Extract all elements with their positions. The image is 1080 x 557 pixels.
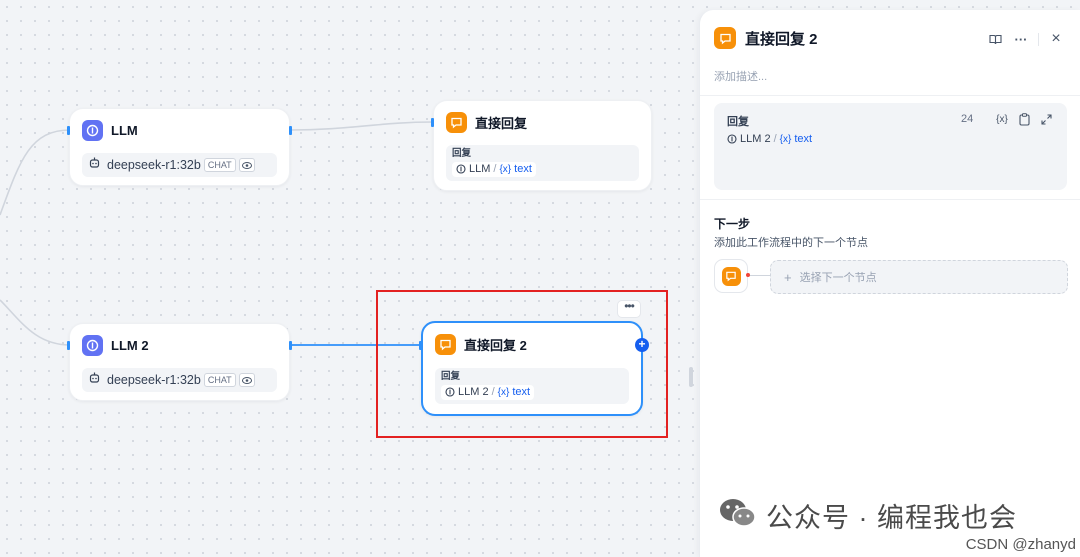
vision-eye-icon bbox=[238, 373, 255, 387]
chat-mode-tag: CHAT bbox=[203, 158, 236, 172]
description-input[interactable]: 添加描述... bbox=[714, 71, 768, 83]
connector-line bbox=[748, 275, 770, 276]
panel-header: 直接回复 2 bbox=[714, 27, 818, 49]
variable-icon: {x} bbox=[499, 163, 512, 175]
var-name: text bbox=[514, 163, 532, 175]
direct-reply-node-header: 直接回复 bbox=[446, 112, 527, 133]
llm-2-node[interactable]: LLM 2 deepseek-r1:32b CHAT bbox=[69, 323, 290, 401]
llm-var-icon bbox=[456, 164, 466, 174]
direct-reply-node-title: 直接回复 bbox=[475, 116, 528, 131]
workflow-canvas[interactable]: LLM deepseek-r1:32b CHAT 直接回复 回复 bbox=[0, 0, 700, 557]
llm-2-model-row[interactable]: deepseek-r1:32b CHAT bbox=[82, 368, 277, 392]
var-source: LLM 2 bbox=[458, 386, 489, 398]
more-button[interactable]: ··· bbox=[1014, 31, 1028, 47]
robot-icon bbox=[88, 371, 101, 389]
wechat-logo-icon bbox=[718, 497, 758, 534]
direct-reply-node[interactable]: 直接回复 回复 LLM / {x} text bbox=[433, 100, 652, 191]
watermark-text: 公众号 · 编程我也会 bbox=[766, 503, 1017, 533]
plus-icon: + bbox=[784, 269, 792, 285]
llm-2-node-title: LLM 2 bbox=[111, 338, 149, 353]
divider bbox=[700, 199, 1080, 200]
direct-reply-2-node-header: 直接回复 2 bbox=[435, 334, 527, 355]
vision-eye-icon bbox=[238, 158, 255, 172]
next-step-description: 添加此工作流程中的下一个节点 bbox=[714, 237, 868, 249]
copy-icon[interactable] bbox=[1013, 110, 1035, 128]
select-next-node-button[interactable]: + 选择下一个节点 bbox=[770, 260, 1068, 294]
csdn-credit: CSDN @zhanyd bbox=[965, 536, 1076, 553]
variable-icon: {x} bbox=[779, 133, 792, 145]
reply-variable-chip: LLM 2 / {x} text bbox=[441, 384, 535, 400]
divider bbox=[1038, 32, 1039, 46]
current-node-thumbnail bbox=[714, 259, 748, 293]
llm-node[interactable]: LLM deepseek-r1:32b CHAT bbox=[69, 108, 290, 186]
var-name: text bbox=[794, 133, 813, 145]
reply-field-label: 回复 bbox=[441, 371, 461, 382]
var-source: LLM bbox=[469, 163, 491, 175]
direct-reply-2-node[interactable]: 直接回复 2 回复 LLM 2 / {x} text bbox=[421, 321, 643, 416]
close-button[interactable]: × bbox=[1051, 30, 1061, 47]
edge-start-llm2 bbox=[0, 299, 71, 346]
edge-llm1-reply1 bbox=[289, 121, 434, 131]
llm-var-icon bbox=[727, 134, 737, 144]
book-icon[interactable] bbox=[985, 30, 1005, 48]
node-more-button[interactable]: ••• bbox=[617, 300, 641, 318]
reply-tools: {x} bbox=[991, 110, 1057, 128]
reply-variable-chip: LLM 2 / {x} text bbox=[727, 133, 812, 145]
wechat-watermark: 公众号 · 编程我也会 bbox=[718, 496, 1017, 535]
direct-reply-2-node-title: 直接回复 2 bbox=[464, 338, 527, 353]
panel-resize-handle[interactable] bbox=[689, 367, 693, 387]
reply-label: 回复 bbox=[727, 116, 749, 128]
highlight-box bbox=[376, 290, 668, 438]
reply-variable-chip: LLM / {x} text bbox=[452, 161, 536, 177]
reply-icon bbox=[714, 27, 736, 49]
chat-mode-tag: CHAT bbox=[203, 373, 236, 387]
llm-brain-icon bbox=[82, 335, 103, 356]
reply-field-label: 回复 bbox=[452, 148, 472, 159]
var-source: LLM 2 bbox=[740, 133, 771, 145]
robot-icon bbox=[88, 156, 101, 174]
edges-layer bbox=[0, 121, 434, 346]
reply-field: 回复 LLM / {x} text bbox=[446, 145, 639, 181]
connector-dot bbox=[746, 273, 750, 277]
llm-model-row[interactable]: deepseek-r1:32b CHAT bbox=[82, 153, 277, 177]
llm-model-name: deepseek-r1:32b bbox=[107, 158, 201, 172]
reply-icon bbox=[446, 112, 467, 133]
llm-var-icon bbox=[445, 387, 455, 397]
llm-2-model-name: deepseek-r1:32b bbox=[107, 373, 201, 387]
var-separator: / bbox=[773, 133, 777, 145]
var-separator: / bbox=[491, 386, 495, 398]
llm-node-header: LLM bbox=[82, 120, 138, 141]
llm-input-port[interactable] bbox=[67, 126, 70, 135]
llm-node-title: LLM bbox=[111, 123, 138, 138]
expand-icon[interactable] bbox=[1035, 110, 1057, 128]
direct-reply-input-port[interactable] bbox=[431, 118, 434, 127]
edge-start-llm1 bbox=[0, 129, 71, 216]
char-count: 24 bbox=[961, 113, 974, 125]
node-detail-panel: 直接回复 2 ··· × 添加描述... 回复 24 {x} LLM 2 / {… bbox=[699, 10, 1080, 557]
direct-reply-2-input-port[interactable] bbox=[419, 341, 422, 350]
var-separator: / bbox=[493, 163, 497, 175]
select-next-node-label: 选择下一个节点 bbox=[799, 272, 877, 284]
next-step-title: 下一步 bbox=[714, 217, 751, 231]
panel-title[interactable]: 直接回复 2 bbox=[745, 30, 818, 48]
llm-2-output-port[interactable] bbox=[289, 341, 292, 350]
insert-variable-button[interactable]: {x} bbox=[996, 113, 1008, 125]
panel-actions: ··· × bbox=[985, 30, 1066, 48]
divider bbox=[700, 95, 1080, 96]
reply-editor[interactable]: 回复 24 {x} LLM 2 / {x} text bbox=[714, 103, 1067, 190]
variable-icon: {x} bbox=[497, 386, 510, 398]
llm-brain-icon bbox=[82, 120, 103, 141]
llm-2-input-port[interactable] bbox=[67, 341, 70, 350]
var-name: text bbox=[512, 386, 531, 398]
add-next-node-button[interactable]: + bbox=[635, 338, 649, 352]
llm-output-port[interactable] bbox=[289, 126, 292, 135]
reply-icon bbox=[435, 334, 456, 355]
reply-icon bbox=[721, 266, 741, 286]
reply-field: 回复 LLM 2 / {x} text bbox=[435, 368, 629, 404]
llm-2-node-header: LLM 2 bbox=[82, 335, 149, 356]
